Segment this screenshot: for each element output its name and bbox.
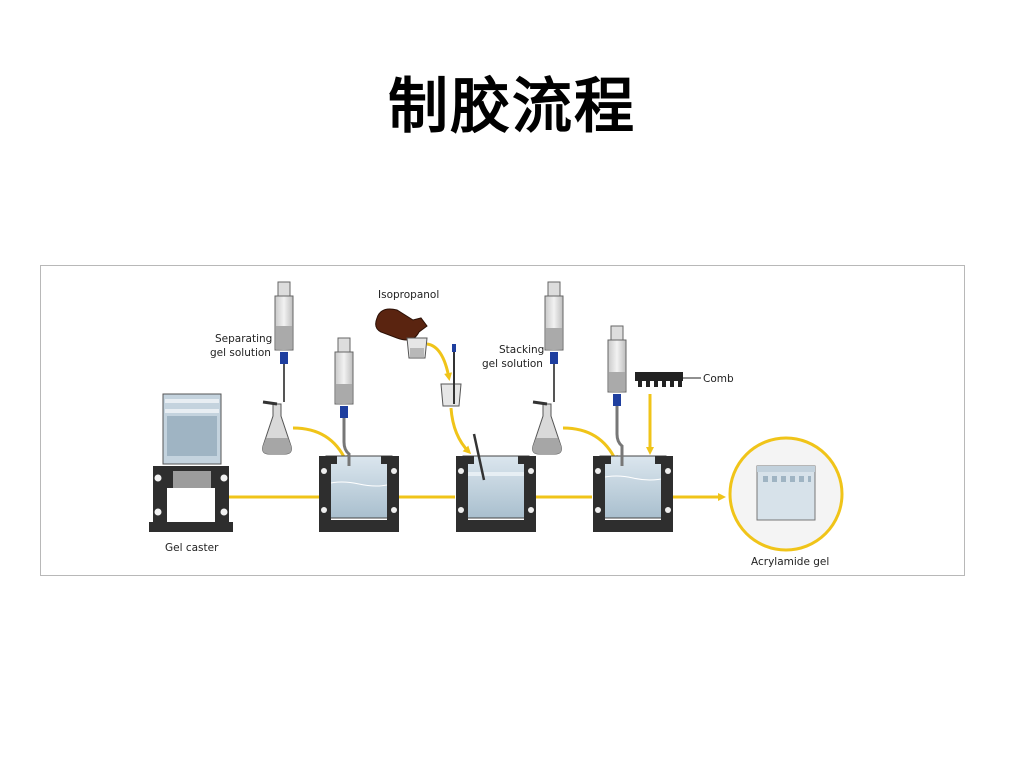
caster-stage-1: [319, 455, 399, 532]
slide-title: 制胶流程: [388, 72, 636, 142]
pouring-syringe-1: [334, 337, 354, 466]
caster-stage-3: [593, 455, 673, 532]
isopropanol-beaker: [406, 337, 428, 359]
gel-caster-label: Gel caster: [165, 542, 219, 554]
gel-caster: [149, 393, 233, 532]
arrow-pipette-to-caster-2: [449, 407, 472, 455]
separating-gel-flask: [262, 400, 292, 455]
caster-stage-2: [456, 433, 536, 532]
separating-label-line2: gel solution: [210, 347, 271, 359]
arrow-beaker-to-pipette: [426, 342, 453, 381]
isopropanol-bottle: [375, 308, 428, 341]
arrow-flask-to-caster-1: [292, 426, 348, 464]
arrow-flask-to-caster-3: [562, 426, 618, 464]
separating-gel-syringe: [274, 281, 294, 402]
isopropanol-label: Isopropanol: [378, 289, 439, 301]
stacking-label-line2: gel solution: [482, 358, 543, 370]
stacking-gel-flask: [532, 400, 562, 455]
acrylamide-gel: [728, 436, 844, 552]
comb-label: Comb: [703, 373, 734, 385]
comb: [635, 372, 701, 387]
separating-label-line1: Separating: [215, 333, 272, 345]
stacking-gel-syringe: [544, 281, 564, 402]
stacking-label-line1: Stacking: [499, 344, 544, 356]
pouring-syringe-2: [607, 325, 627, 466]
acrylamide-gel-label: Acrylamide gel: [751, 556, 829, 568]
pipette-beaker: [440, 344, 462, 407]
gel-casting-diagram: Separating gel solution Isopropanol Stac…: [40, 265, 965, 576]
